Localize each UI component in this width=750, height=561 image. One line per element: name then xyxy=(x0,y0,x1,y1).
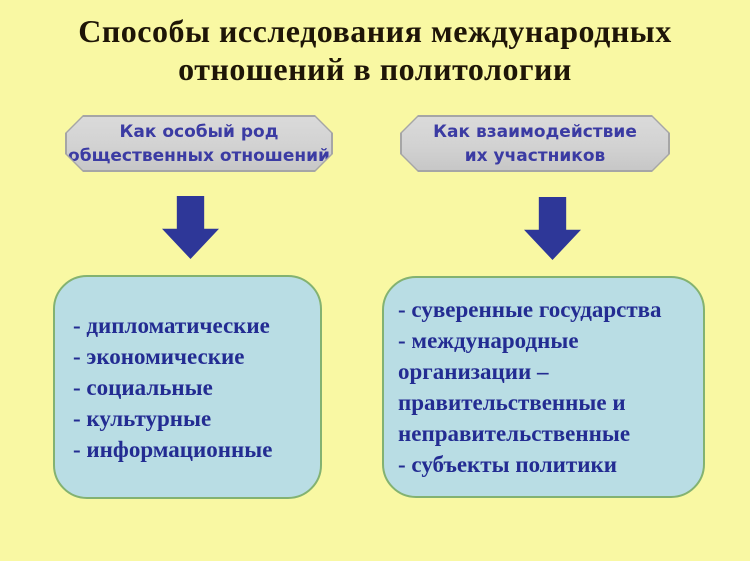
list-item: - суверенные государства xyxy=(398,297,662,322)
category-box-right-label: Как взаимодействие их участников xyxy=(433,120,637,168)
detail-panel-right: - суверенные государства - международные… xyxy=(382,276,705,498)
detail-panel-left: - дипломатические - экономические - соци… xyxy=(53,275,322,499)
list-item: организации – xyxy=(398,359,549,384)
category-box-left-line1: Как особый род xyxy=(119,121,279,142)
category-box-right-line2: их участников xyxy=(464,145,606,166)
list-item: правительственные и xyxy=(398,390,626,415)
down-arrow-left-icon xyxy=(162,196,219,259)
list-item: - экономические xyxy=(73,343,245,369)
category-box-left-line2: общественных отношений xyxy=(68,145,330,166)
slide-title: Способы исследования международных отнош… xyxy=(0,12,750,88)
list-item: неправительственные xyxy=(398,421,631,446)
slide-title-line2: отношений в политологии xyxy=(178,51,572,87)
list-item: - международные xyxy=(398,328,579,353)
category-box-left-label: Как особый род общественных отношений xyxy=(68,120,330,168)
category-box-left: Как особый род общественных отношений xyxy=(65,115,333,172)
list-item: - социальные xyxy=(73,374,213,400)
list-item: - субъекты политики xyxy=(398,452,617,477)
slide-title-line1: Способы исследования международных xyxy=(78,13,672,49)
list-item: - дипломатические xyxy=(73,312,270,338)
list-item: - информационные xyxy=(73,436,273,462)
category-box-right-surface: Как взаимодействие их участников xyxy=(402,117,668,170)
category-box-right: Как взаимодействие их участников xyxy=(400,115,670,172)
list-item: - культурные xyxy=(73,405,212,431)
category-box-left-surface: Как особый род общественных отношений xyxy=(67,117,331,170)
category-box-right-line1: Как взаимодействие xyxy=(433,121,637,142)
down-arrow-right-icon xyxy=(524,197,581,260)
